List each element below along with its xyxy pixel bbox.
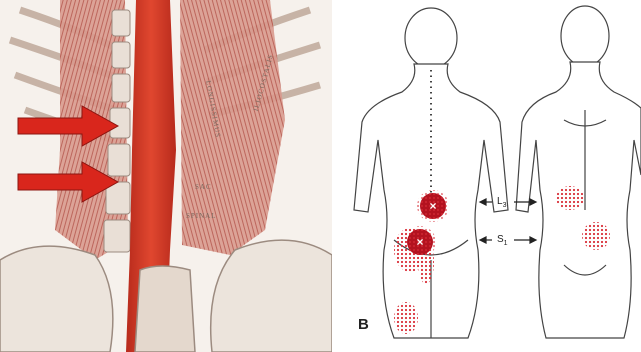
level-label-s1: S1 (497, 234, 508, 247)
svg-text:×: × (416, 235, 423, 249)
front-view-body (516, 6, 641, 338)
level-label-l3-sub: 3 (503, 202, 507, 209)
trigger-point-upper: × (417, 190, 449, 222)
back-muscles-drawing (0, 0, 332, 352)
muscle-label-spinal: SPINAL (186, 212, 217, 220)
level-label-s1-sub: 1 (504, 240, 508, 247)
back-view-body (354, 8, 508, 338)
level-label-s1-letter: S (497, 234, 504, 245)
trigger-point-lower: × (404, 226, 436, 258)
level-label-l3: L3 (497, 196, 506, 209)
panel-letter: B (358, 316, 369, 333)
referred-pain-diagram-panel: × × L3 S1 B (332, 0, 641, 352)
body-outlines: × × (332, 0, 641, 352)
pain-area-thigh (394, 302, 418, 334)
pain-area-abdomen-upper (556, 186, 584, 210)
pain-area-abdomen-lower (582, 222, 610, 250)
muscle-label-sac: SAC (195, 183, 212, 191)
anatomy-illustration-panel: LONGISSIMUS ILIOCOSTALIS SAC SPINAL (0, 0, 332, 352)
svg-text:×: × (429, 199, 436, 213)
